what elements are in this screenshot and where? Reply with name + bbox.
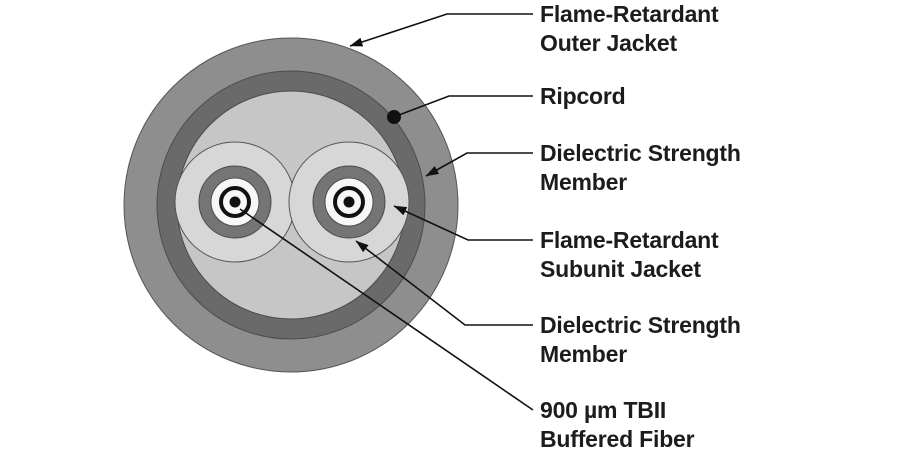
subunit-right-buffer-ring [333,186,365,218]
leader-line-outer-jacket [349,13,533,47]
ripcord-dot [387,110,401,124]
subunit-right-fiber-core [343,196,355,208]
leader-line-strength-member-subunit [355,240,533,326]
label-line: Member [540,169,627,195]
label-line: Dielectric Strength [540,312,741,338]
label-line: Dielectric Strength [540,140,741,166]
label-dielectric-strength-member-cable: Dielectric Strength Member [540,139,741,197]
label-ripcord: Ripcord [540,82,626,111]
label-dielectric-strength-member-subunit: Dielectric Strength Member [540,311,741,369]
label-outer-jacket: Flame-Retardant Outer Jacket [540,0,719,58]
label-line: Flame-Retardant [540,1,719,27]
label-line: Ripcord [540,83,626,109]
leader-line-buffered-fiber [239,208,534,411]
leader-line-ripcord [398,95,533,116]
subunit-left-buffer-ring [219,186,251,218]
leader-line-strength-member-cable [425,152,533,177]
subunit-right [288,141,410,263]
label-line: Member [540,341,627,367]
label-line: Outer Jacket [540,30,677,56]
label-buffered-fiber: 900 µm TBII Buffered Fiber [540,396,695,450]
label-line: 900 µm TBII [540,397,667,423]
subunit-left-fiber-core [229,196,241,208]
label-subunit-jacket: Flame-Retardant Subunit Jacket [540,226,719,284]
label-line: Buffered Fiber [540,426,695,450]
label-line: Subunit Jacket [540,256,701,282]
subunit-left [174,141,296,263]
label-line: Flame-Retardant [540,227,719,253]
leader-line-subunit-jacket [393,205,533,241]
